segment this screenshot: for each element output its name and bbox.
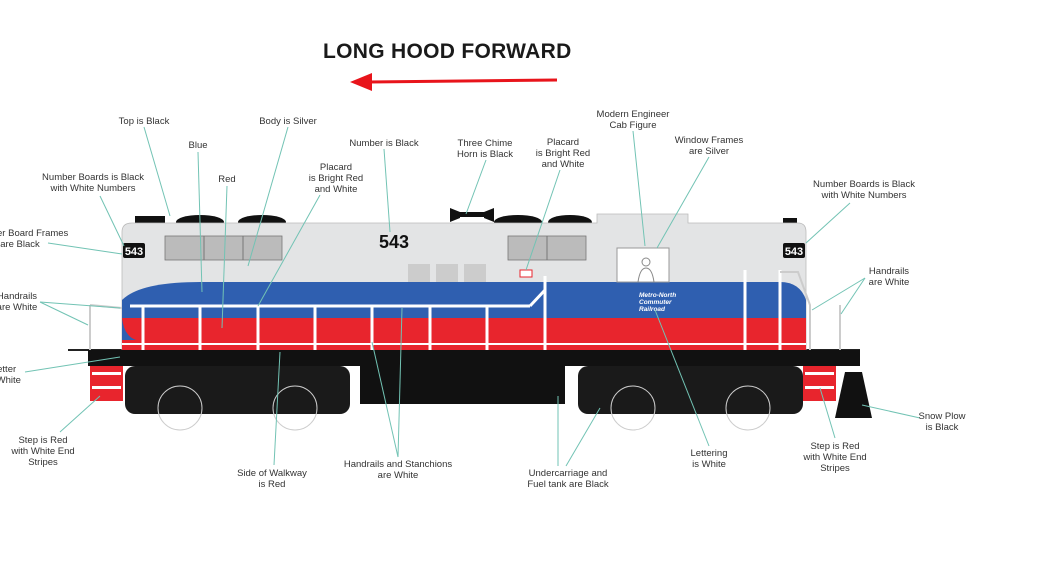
- label-letter: Letteris White: [0, 364, 21, 386]
- truck-left: [125, 366, 350, 431]
- svg-text:Metro-North: Metro-North: [639, 292, 676, 299]
- placard: [519, 269, 533, 278]
- locomotive-body: [121, 213, 807, 353]
- diagram-title: LONG HOOD FORWARD: [323, 40, 572, 63]
- handrails: [130, 270, 811, 350]
- engineer-figure-icon: [641, 257, 651, 267]
- svg-text:Commuter: Commuter: [639, 299, 672, 306]
- horn-icon: [450, 208, 494, 222]
- label-body: Body is Silver: [259, 116, 317, 127]
- step-right: [803, 366, 836, 401]
- direction-arrow-icon: [350, 73, 558, 91]
- svg-text:543: 543: [785, 246, 803, 258]
- truck-right: [578, 366, 803, 431]
- svg-text:543: 543: [125, 246, 143, 258]
- label-red: Red: [218, 174, 236, 185]
- label-blue: Blue: [188, 140, 208, 151]
- svg-text:Railroad: Railroad: [639, 306, 666, 313]
- number-board-right: 543: [783, 243, 805, 258]
- cab-number: 543: [379, 232, 409, 252]
- label-number: Number is Black: [349, 138, 419, 149]
- railroad-lettering: Metro-North Commuter Railroad: [639, 292, 676, 313]
- step-left: [90, 366, 123, 401]
- underframe: [88, 350, 860, 366]
- label-top: Top is Black: [118, 116, 170, 127]
- number-board-left: 543: [123, 243, 145, 258]
- fuel-tank: [360, 366, 565, 404]
- leader-lines: [24, 126, 921, 467]
- snow-plow: [835, 372, 872, 418]
